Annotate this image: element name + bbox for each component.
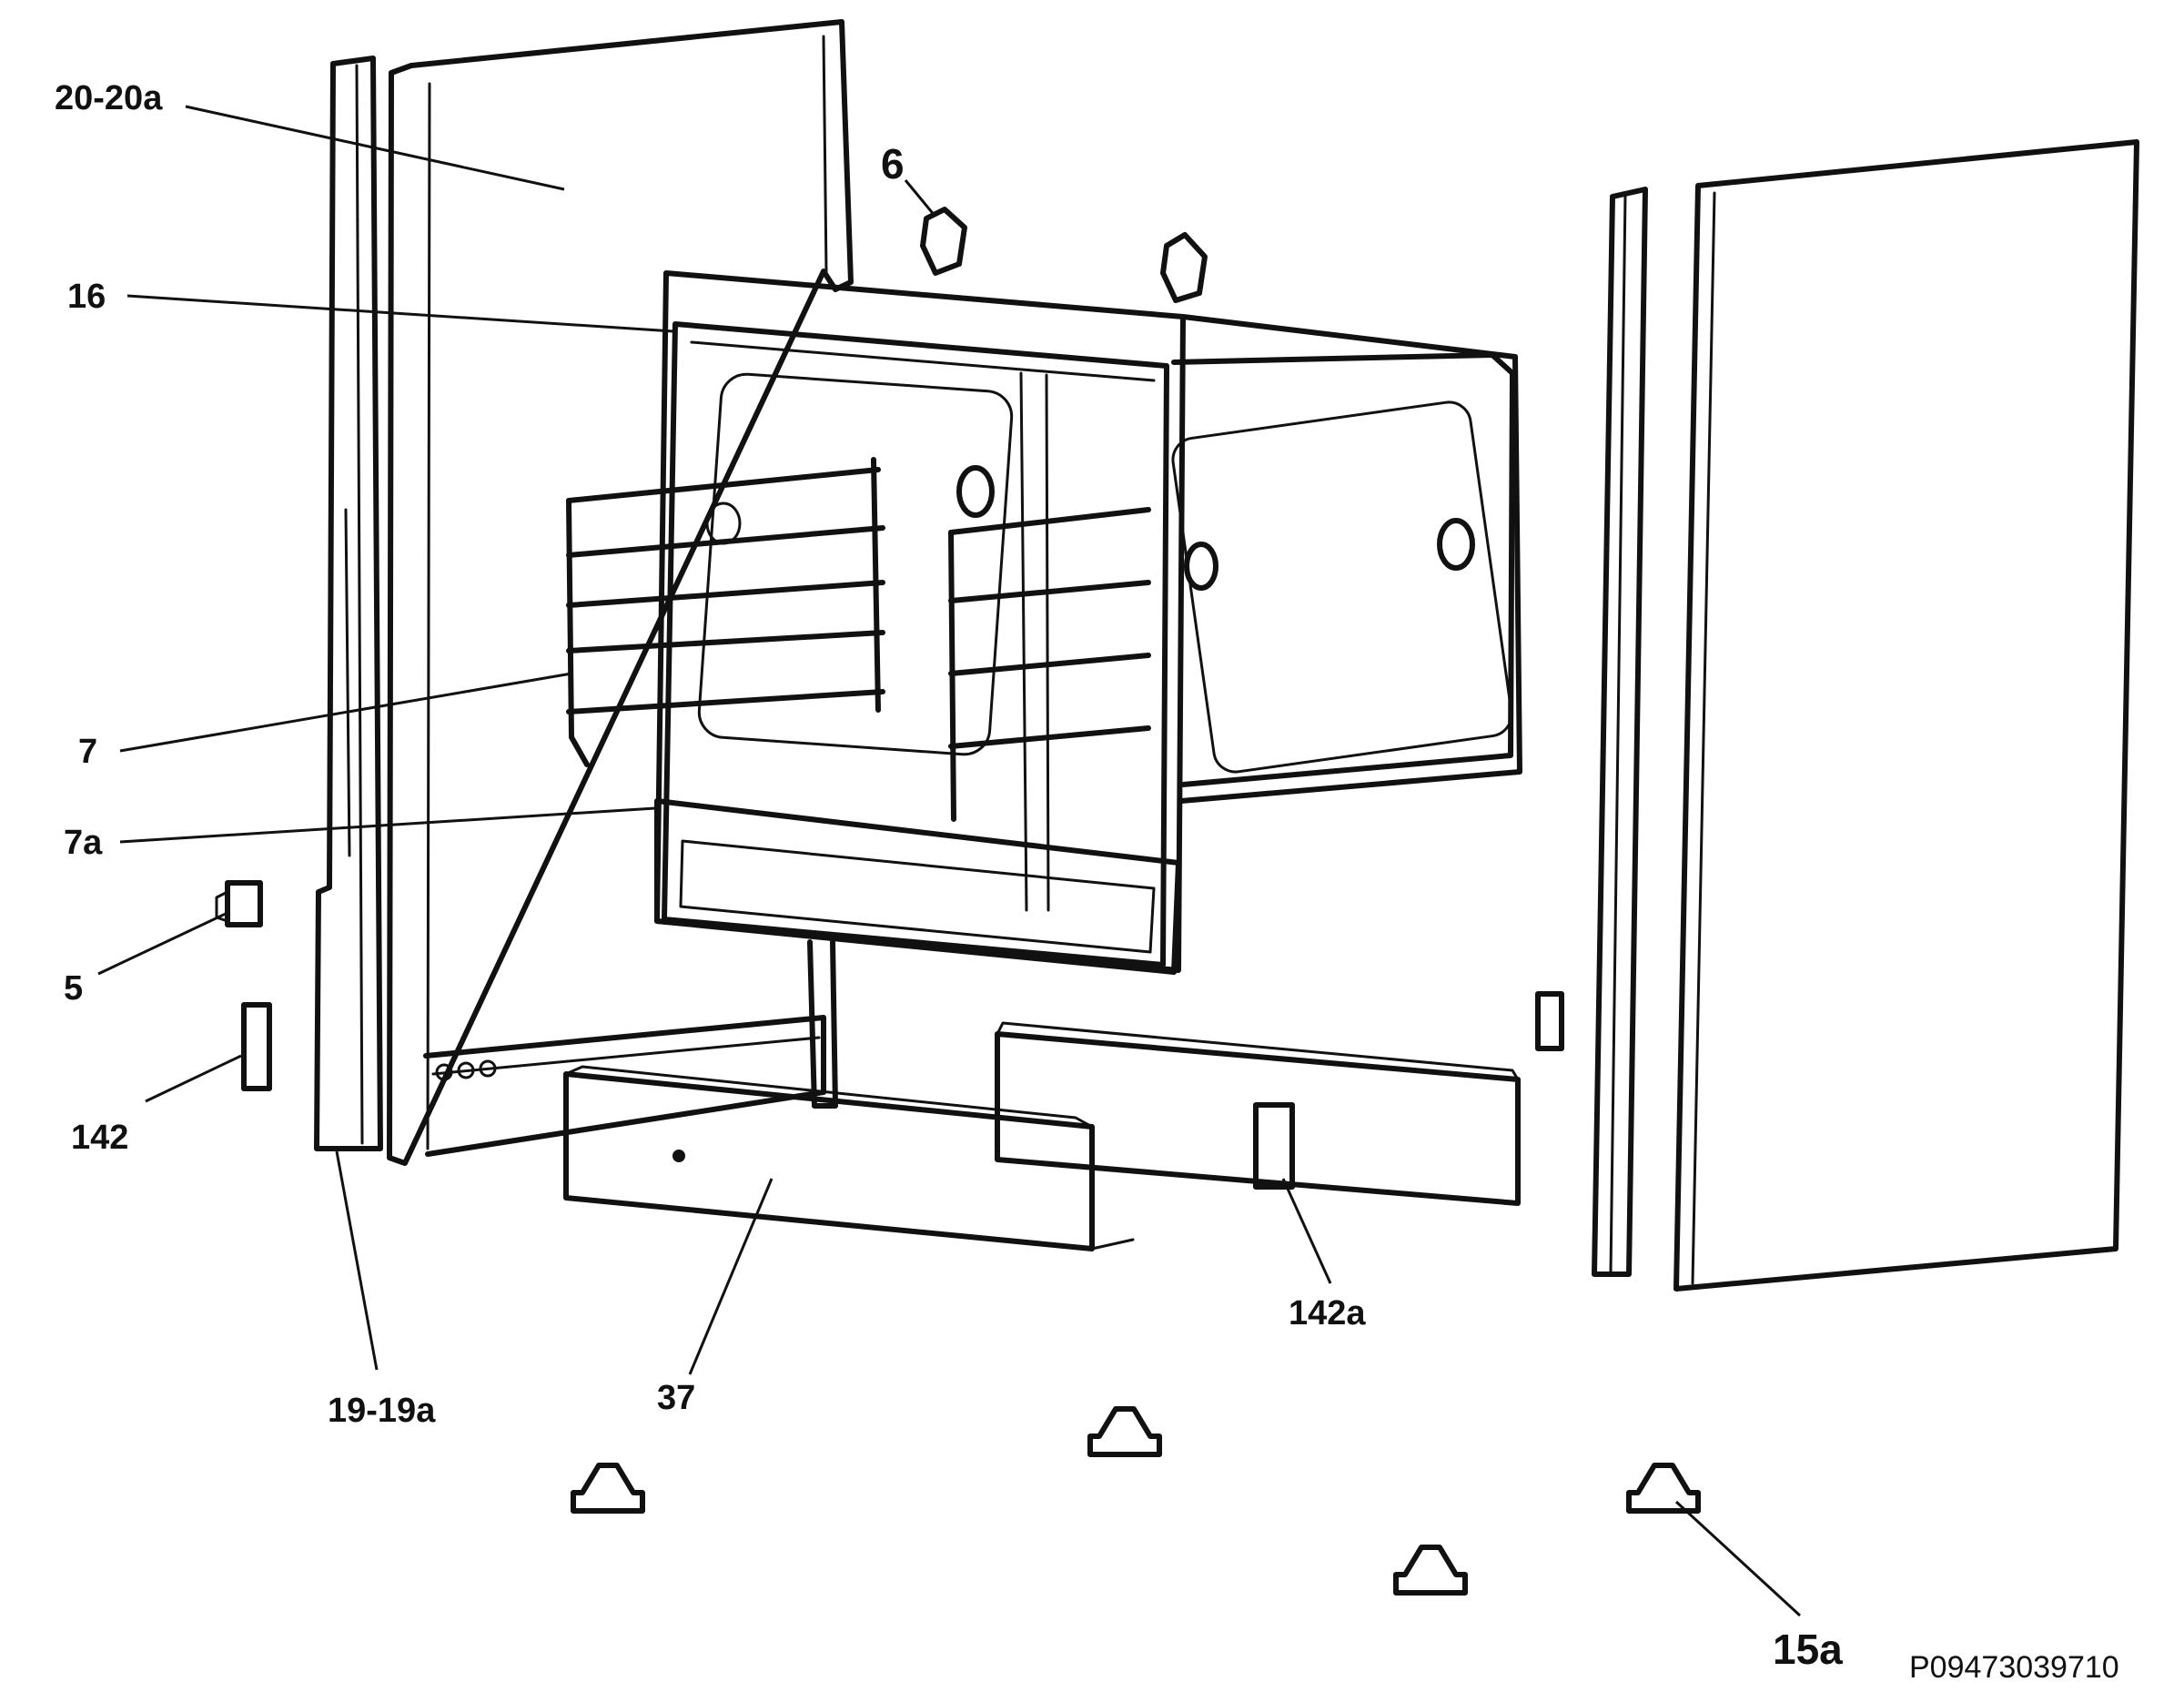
clip-part-5	[215, 880, 263, 927]
right-side-panel	[1673, 139, 2139, 1292]
label-37: 37	[657, 1379, 695, 1417]
reference-code: P09473039710	[1909, 1650, 2119, 1685]
label-142: 142	[71, 1119, 128, 1157]
label-6: 6	[881, 140, 905, 187]
left-trim-strip	[314, 56, 383, 1151]
right-side-clip	[1535, 991, 1564, 1051]
center-rail	[807, 939, 838, 1109]
label-15a: 15a	[1773, 1626, 1843, 1673]
adjustable-foot	[571, 1406, 1701, 1596]
label-7: 7	[78, 733, 97, 771]
label-7a: 7a	[64, 824, 103, 862]
label-142a: 142a	[1289, 1294, 1366, 1332]
label-19-19a: 19-19a	[328, 1392, 436, 1430]
shelf-rack	[566, 457, 1151, 822]
label-5: 5	[64, 969, 83, 1008]
clip-part-142	[241, 1002, 272, 1091]
back-plinth-panel	[995, 1021, 1521, 1206]
top-bracket-part	[920, 207, 1208, 303]
right-trim-strip	[1592, 187, 1648, 1277]
cavity-lower-frame	[654, 798, 1181, 975]
front-plinth-panel	[563, 1065, 1135, 1251]
left-side-panel	[387, 19, 854, 1166]
label-20-20a: 20-20a	[55, 79, 163, 117]
oven-cavity-frame	[654, 270, 1522, 973]
plinth-clip-142a	[1253, 1102, 1295, 1190]
label-16: 16	[67, 278, 106, 316]
leader-lines	[97, 105, 1802, 1617]
